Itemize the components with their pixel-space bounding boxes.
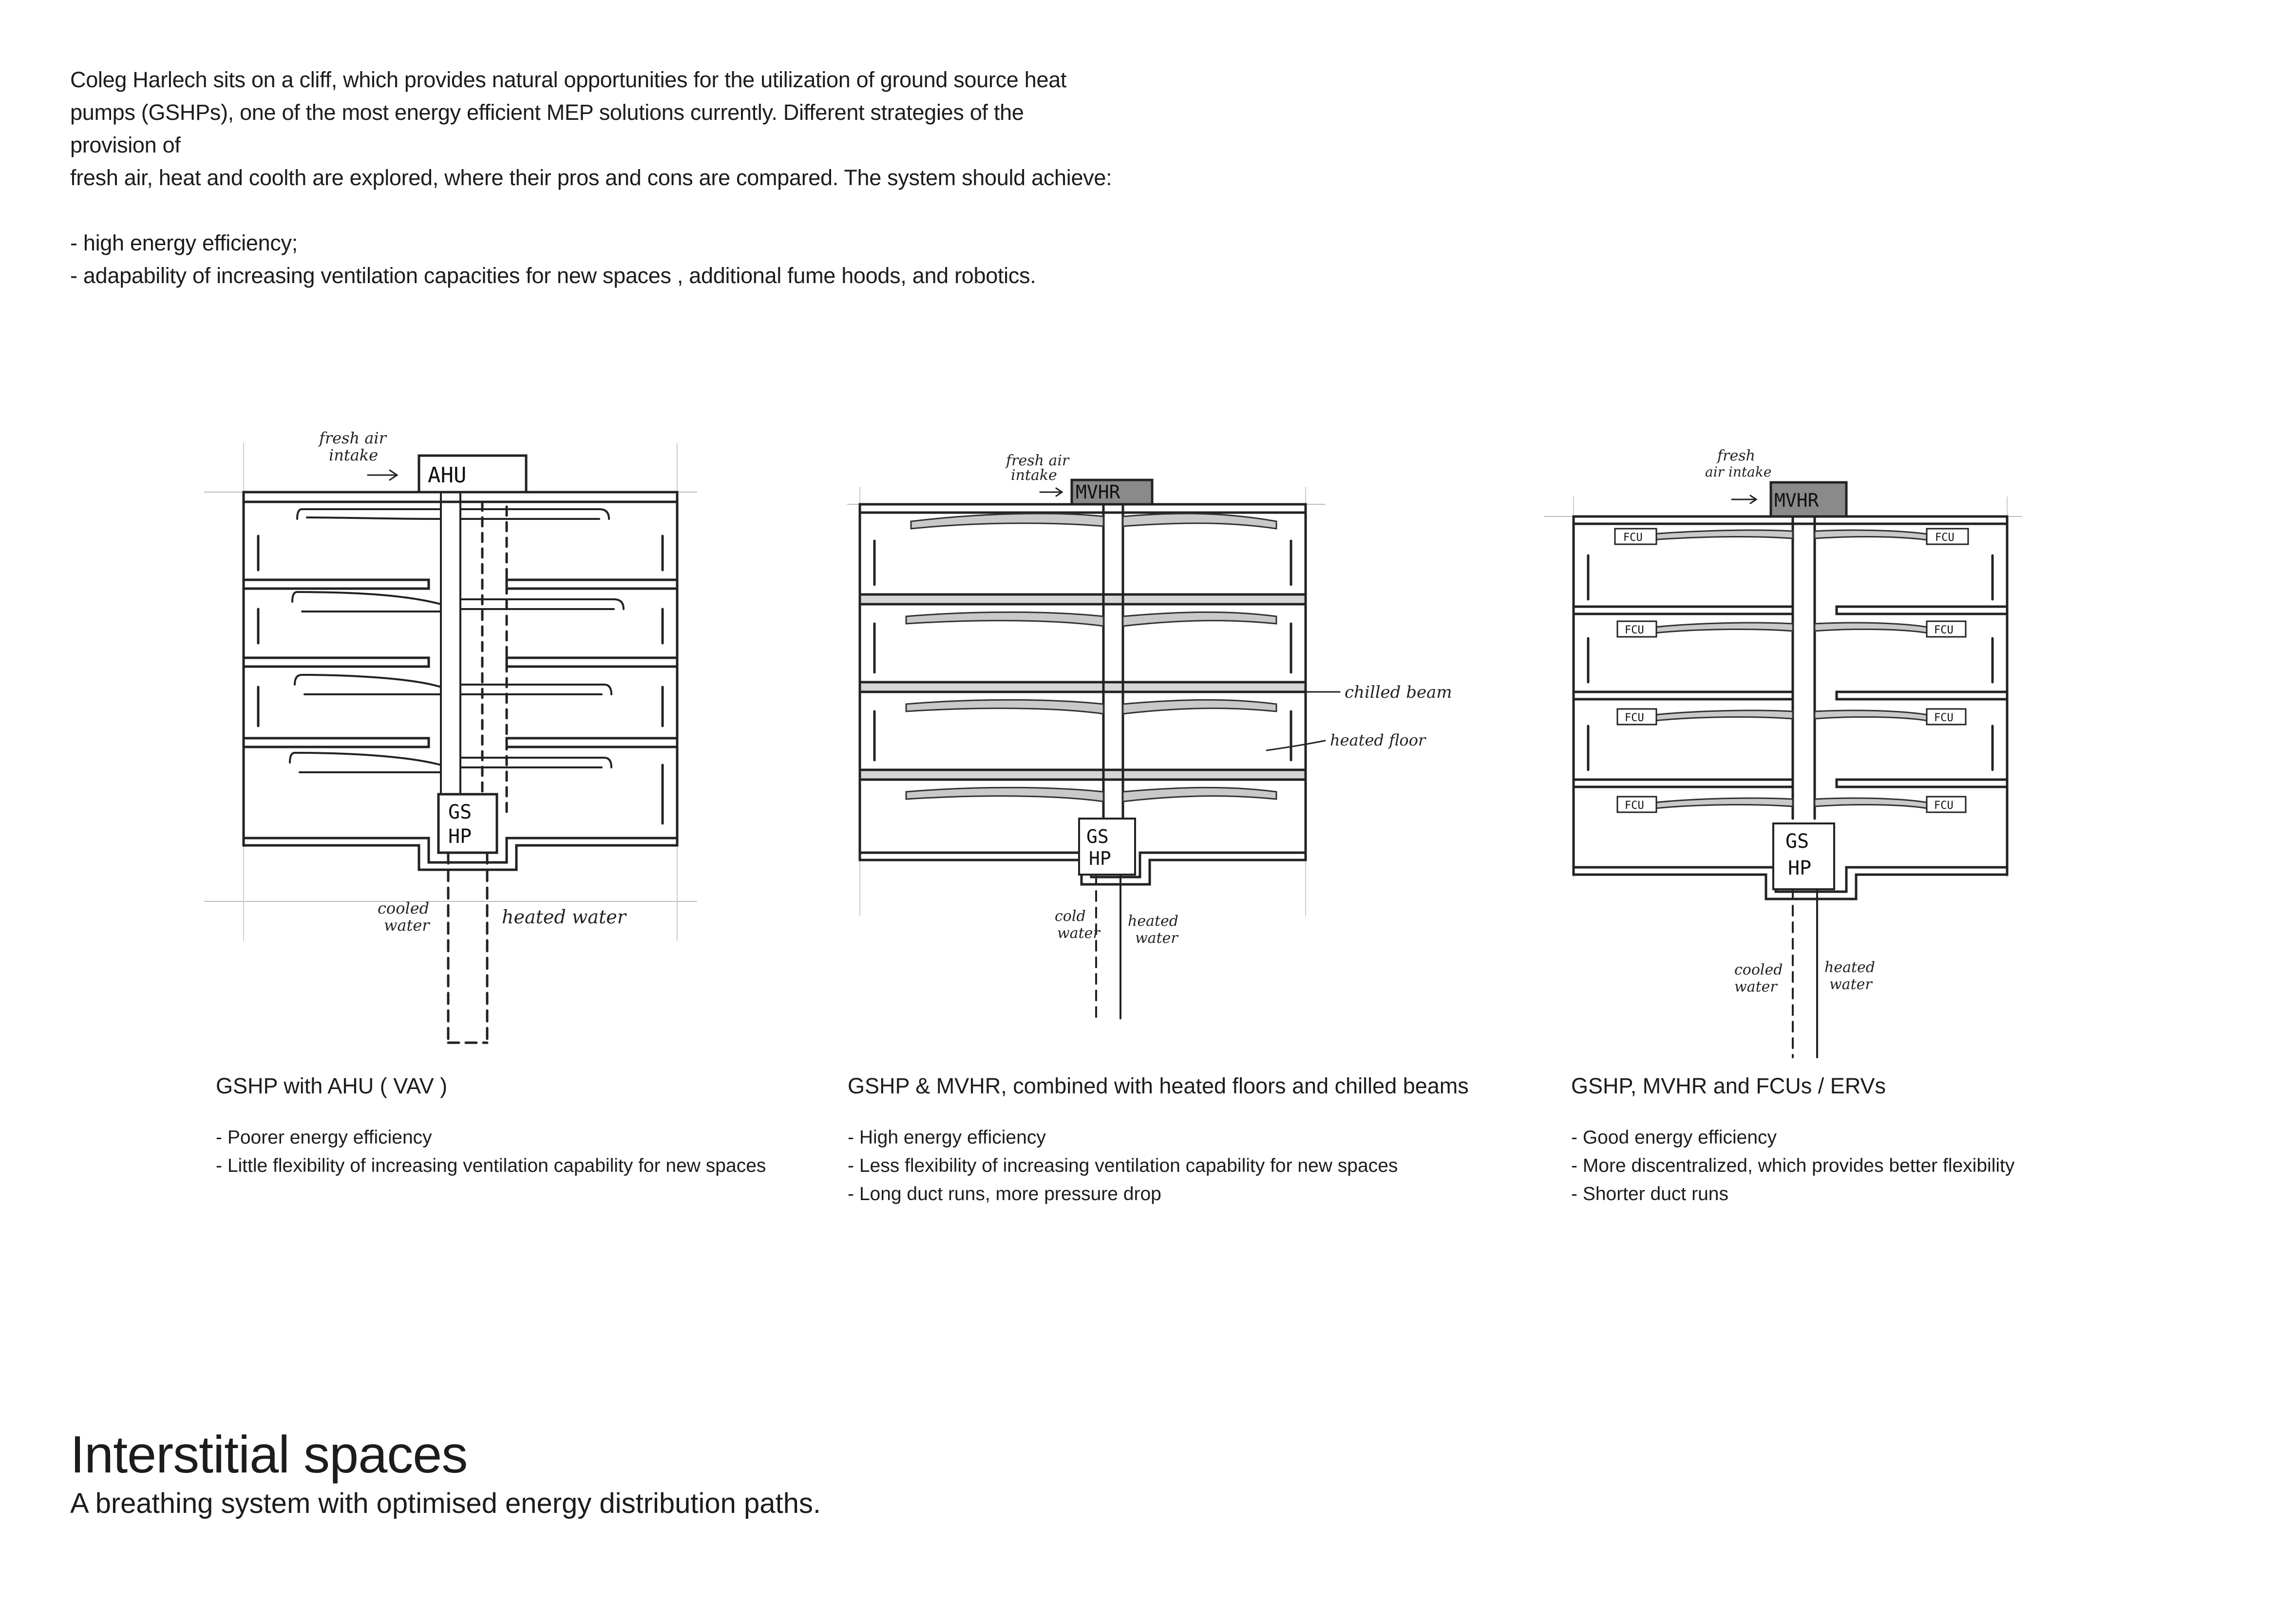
intake-label: intake [329,446,378,464]
heated-water-label: heated water [502,906,627,928]
caption-line: - Long duct runs, more pressure drop [848,1184,1161,1204]
gshp-label-1: GS [1785,830,1809,853]
caption-line: - Less flexibility of increasing ventila… [848,1155,1398,1176]
intake-label: intake [1011,467,1057,484]
caption-gshp-mvhr-beams: GSHP & MVHR, combined with heated floors… [848,1072,1481,1208]
fcu-label: FCU [1935,532,1954,544]
heated-label: heated [1128,913,1178,930]
water-label: water [384,916,430,935]
cold-water-label: water [1057,925,1101,942]
intro-bullets: - high energy efficiency; - adapability … [70,227,1113,292]
intro-text: Coleg Harlech sits on a cliff, which pro… [70,63,1113,292]
intro-bullet: - high energy efficiency; [70,230,298,255]
heated-label: heated [1824,959,1875,976]
caption-gshp-mvhr-fcu: GSHP, MVHR and FCUs / ERVs - Good energy… [1571,1072,2156,1208]
caption-gshp-ahu: GSHP with AHU ( VAV ) - Poorer energy ef… [216,1072,800,1180]
intro-bullet: - adapability of increasing ventilation … [70,263,1036,288]
fresh-label: fresh [1716,447,1755,464]
heated-floor-label: heated floor [1330,731,1426,749]
intro-line: fresh air, heat and coolth are explored,… [70,165,1112,190]
diagram-gshp-mvhr-beams: fresh air intake MVHR chilled beam heate… [847,452,1452,1019]
caption-line: - Good energy efficiency [1571,1127,1777,1148]
air-intake-label: air intake [1705,464,1771,480]
gshp-label-2: HP [1788,857,1811,879]
caption-title: GSHP & MVHR, combined with heated floors… [848,1073,1469,1098]
gshp-label-2: HP [448,825,472,848]
mvhr-label: MVHR [1076,481,1120,503]
fcu-label: FCU [1625,712,1644,724]
page-subtitle: A breathing system with optimised energy… [70,1488,821,1519]
fcu-label: FCU [1934,624,1954,636]
fresh-air-label: fresh air [1005,452,1070,469]
intro-line: pumps (GSHPs), one of the most energy ef… [70,100,1024,157]
intro-line: Coleg Harlech sits on a cliff, which pro… [70,67,1067,92]
fcu-label: FCU [1934,712,1954,724]
mvhr-label: MVHR [1774,490,1819,511]
caption-title: GSHP, MVHR and FCUs / ERVs [1571,1073,1886,1098]
title-block: Interstitial spaces A breathing system w… [70,1423,821,1521]
chilled-beam-label: chilled beam [1345,683,1452,702]
caption-line: - Shorter duct runs [1571,1184,1728,1204]
fcu-label: FCU [1623,532,1643,544]
caption-line: - High energy efficiency [848,1127,1046,1148]
page-title: Interstitial spaces [70,1425,468,1484]
fresh-air-label: fresh air [318,429,387,447]
ahu-label: AHU [428,463,466,488]
caption-line: - Poorer energy efficiency [216,1127,432,1148]
cooled-label: cooled [1734,961,1783,978]
cooled-label: cooled [378,899,429,917]
fcu-label: FCU [1934,800,1954,812]
gshp-label-2: HP [1089,848,1111,869]
heated-water-label: water [1829,976,1873,993]
heated-water-label: water [1135,930,1178,947]
fcu-label: FCU [1625,800,1644,812]
cold-label: cold [1055,908,1086,925]
gshp-label-1: GS [448,801,472,823]
caption-line: - More discentralized, which provides be… [1571,1155,2015,1176]
gshp-label-1: GS [1086,826,1109,847]
caption-line: - Little flexibility of increasing venti… [216,1155,766,1176]
caption-title: GSHP with AHU ( VAV ) [216,1073,448,1098]
diagram-gshp-ahu: fresh air intake AHU GS HP cooled water … [204,429,697,1044]
cooled-water-label: water [1734,978,1778,995]
diagram-gshp-mvhr-fcu: fresh air intake MVHR FCU FCU FCU FCU FC… [1544,447,2022,1058]
fcu-label: FCU [1625,624,1644,636]
